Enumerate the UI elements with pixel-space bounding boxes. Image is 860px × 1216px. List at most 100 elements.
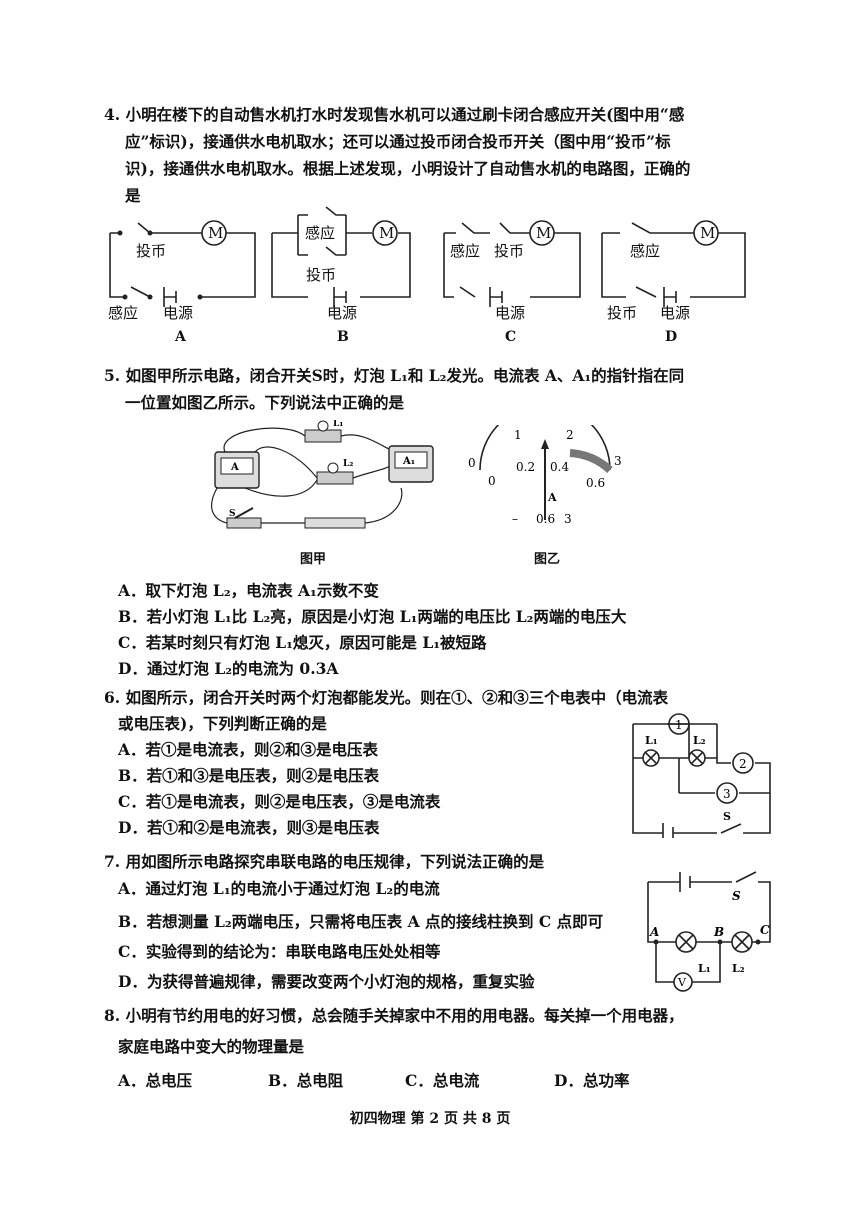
bulb-l2-icon — [327, 462, 339, 474]
q5-option-a: A．取下灯泡 L₂，电流表 A₁示数不变 — [118, 581, 379, 600]
svg-text:1: 1 — [514, 428, 522, 442]
q7-line-1: 7. 用如图所示电路探究串联电路的电压规律，下列说法正确的是 — [104, 852, 545, 871]
svg-text:L₂: L₂ — [343, 459, 353, 469]
q5-option-b: B．若小灯泡 L₁比 L₂亮，原因是小灯泡 L₁两端的电压比 L₂两端的电压大 — [118, 607, 627, 626]
q5-option-d: D．通过灯泡 L₂的电流为 0.3A — [118, 659, 339, 678]
motor-icon — [372, 220, 398, 246]
q5-figure-b-caption: 图乙 — [534, 552, 561, 567]
svg-text:M: M — [379, 224, 394, 242]
q8-option-a: A．总电压 — [118, 1071, 193, 1090]
svg-text:S: S — [732, 889, 741, 903]
bulb-l1-icon — [675, 931, 697, 953]
svg-text:电源: 电源 — [163, 304, 193, 322]
svg-text:电源: 电源 — [327, 304, 357, 322]
page-footer: 初四物理 第 2 页 共 8 页 — [349, 1111, 511, 1127]
svg-text:3: 3 — [614, 454, 622, 468]
q8-line-1: 8. 小明有节约用电的好习惯，总会随手关掉家中不用的用电器。每关掉一个用电器， — [104, 1006, 684, 1025]
q7-option-c: C．实验得到的结论为：串联电路电压处处相等 — [118, 942, 441, 961]
svg-text:S: S — [723, 810, 731, 823]
bulb-l2-icon — [731, 931, 753, 953]
q5-figure-a-caption: 图甲 — [300, 552, 327, 567]
svg-text:L₂: L₂ — [732, 962, 745, 975]
q7-option-a: A．通过灯泡 L₁的电流小于通过灯泡 L₂的电流 — [118, 879, 440, 898]
svg-text:C: C — [760, 923, 770, 937]
svg-text:3: 3 — [723, 787, 731, 801]
svg-text:L₂: L₂ — [693, 734, 706, 747]
svg-text:0.2: 0.2 — [516, 460, 535, 474]
q4-diagram-a: M 投币 感应 电源 A — [108, 220, 256, 345]
q4-line-1: 4. 小明在楼下的自动售水机打水时发现售水机可以通过刷卡闭合感应开关(图中用“感 — [104, 105, 685, 124]
q5-line-1: 5. 如图甲所示电路，闭合开关S时，灯泡 L₁和 L₂发光。电流表 A、A₁的指… — [104, 366, 685, 385]
svg-text:0.6: 0.6 — [536, 512, 555, 526]
q6-line-1: 6. 如图所示，闭合开关时两个灯泡都能发光。则在①、②和③三个电表中（电流表 — [104, 688, 669, 707]
meter-2-icon — [732, 752, 754, 774]
svg-text:投币: 投币 — [607, 304, 637, 322]
svg-text:A: A — [230, 462, 239, 473]
svg-text:A: A — [174, 329, 187, 345]
q5-option-c: C．若某时刻只有灯泡 L₁熄灭，原因可能是 L₁被短路 — [118, 633, 487, 652]
q5-ammeter-dial: 0 1 2 3 0 0.2 0.4 0.6 A – 0.6 3 — [468, 425, 622, 526]
svg-text:感应: 感应 — [450, 242, 480, 260]
svg-text:M: M — [208, 224, 223, 242]
q6-option-d: D．若①和②是电流表，则③是电压表 — [118, 818, 380, 837]
q4-line-4: 是 — [125, 186, 141, 205]
q4-diagram-d: M 感应 投币 电源 D — [601, 220, 746, 345]
svg-text:0.6: 0.6 — [586, 476, 605, 490]
svg-text:投币: 投币 — [494, 242, 524, 260]
q6-option-b: B．若①和③是电压表，则②是电压表 — [118, 766, 380, 785]
svg-text:电源: 电源 — [660, 304, 690, 322]
q6-circuit-diagram: 1 L₁ L₂ 2 3 S — [632, 713, 771, 838]
q5-figure-a: A L₁ L₂ S — [211, 420, 403, 529]
q8-option-b: B．总电阻 — [268, 1071, 344, 1090]
svg-text:B: B — [713, 925, 724, 939]
q4-circuit-diagrams: M 投币 感应 电源 A M 感应 投币 电源 B M 感应 投币 电源 C M… — [108, 206, 746, 345]
svg-text:2: 2 — [739, 757, 747, 771]
svg-text:感应: 感应 — [630, 242, 660, 260]
svg-text:0.4: 0.4 — [550, 460, 569, 474]
svg-text:投币: 投币 — [306, 266, 336, 284]
q4-diagram-c: M 感应 投币 电源 C — [443, 220, 581, 345]
svg-text:0: 0 — [468, 456, 476, 470]
svg-text:–: – — [512, 512, 518, 526]
svg-text:D: D — [665, 329, 677, 345]
svg-text:B: B — [337, 329, 349, 345]
svg-text:3: 3 — [564, 512, 572, 526]
q4-line-2: 应”标识)，接通供水电机取水；还可以通过投币闭合投币开关（图中用“投币”标 — [125, 132, 671, 151]
bulb-l1-icon — [317, 420, 329, 432]
svg-text:2: 2 — [566, 428, 574, 442]
q7-option-b: B．若想测量 L₂两端电压，只需将电压表 A 点的接线柱换到 C 点即可 — [118, 912, 604, 931]
q8-option-d: D．总功率 — [554, 1071, 630, 1090]
meter-3-icon — [716, 782, 738, 804]
svg-text:投币: 投币 — [136, 242, 166, 260]
q4-line-3: 识)，接通供水电机取水。根据上述发现，小明设计了自动售水机的电路图，正确的 — [125, 159, 691, 178]
q6-line-2: 或电压表)，下列判断正确的是 — [118, 714, 327, 733]
svg-text:M: M — [700, 224, 715, 242]
motor-icon — [529, 220, 555, 246]
svg-text:感应: 感应 — [108, 304, 138, 322]
q5-meter-a1: A₁ — [388, 445, 434, 483]
svg-text:M: M — [536, 224, 551, 242]
svg-text:L₁: L₁ — [698, 962, 711, 975]
motor-icon — [201, 220, 227, 246]
q8-option-c: C．总电流 — [405, 1071, 480, 1090]
meter-1-icon — [668, 713, 690, 735]
voltmeter-icon — [673, 972, 693, 992]
svg-text:0: 0 — [488, 474, 496, 488]
svg-text:A₁: A₁ — [402, 456, 415, 467]
bulb-l2-icon — [688, 749, 706, 767]
svg-text:L₁: L₁ — [333, 420, 343, 429]
q6-option-c: C．若①是电流表，则②是电压表，③是电流表 — [118, 792, 441, 811]
svg-text:A: A — [649, 925, 659, 939]
q7-circuit-diagram: S A B C V L₁ L₂ — [647, 871, 771, 992]
svg-text:V: V — [677, 976, 687, 989]
svg-text:C: C — [505, 329, 516, 345]
svg-text:A: A — [547, 491, 557, 504]
svg-text:1: 1 — [675, 718, 683, 732]
svg-text:感应: 感应 — [305, 224, 335, 242]
q8-line-2: 家庭电路中变大的物理量是 — [118, 1037, 305, 1056]
q4-diagram-b: M 感应 投币 电源 B — [271, 206, 411, 345]
svg-text:电源: 电源 — [495, 304, 525, 322]
bulb-l1-icon — [642, 749, 660, 767]
svg-text:S: S — [229, 509, 236, 519]
q5-line-2: 一位置如图乙所示。下列说法中正确的是 — [125, 393, 405, 412]
